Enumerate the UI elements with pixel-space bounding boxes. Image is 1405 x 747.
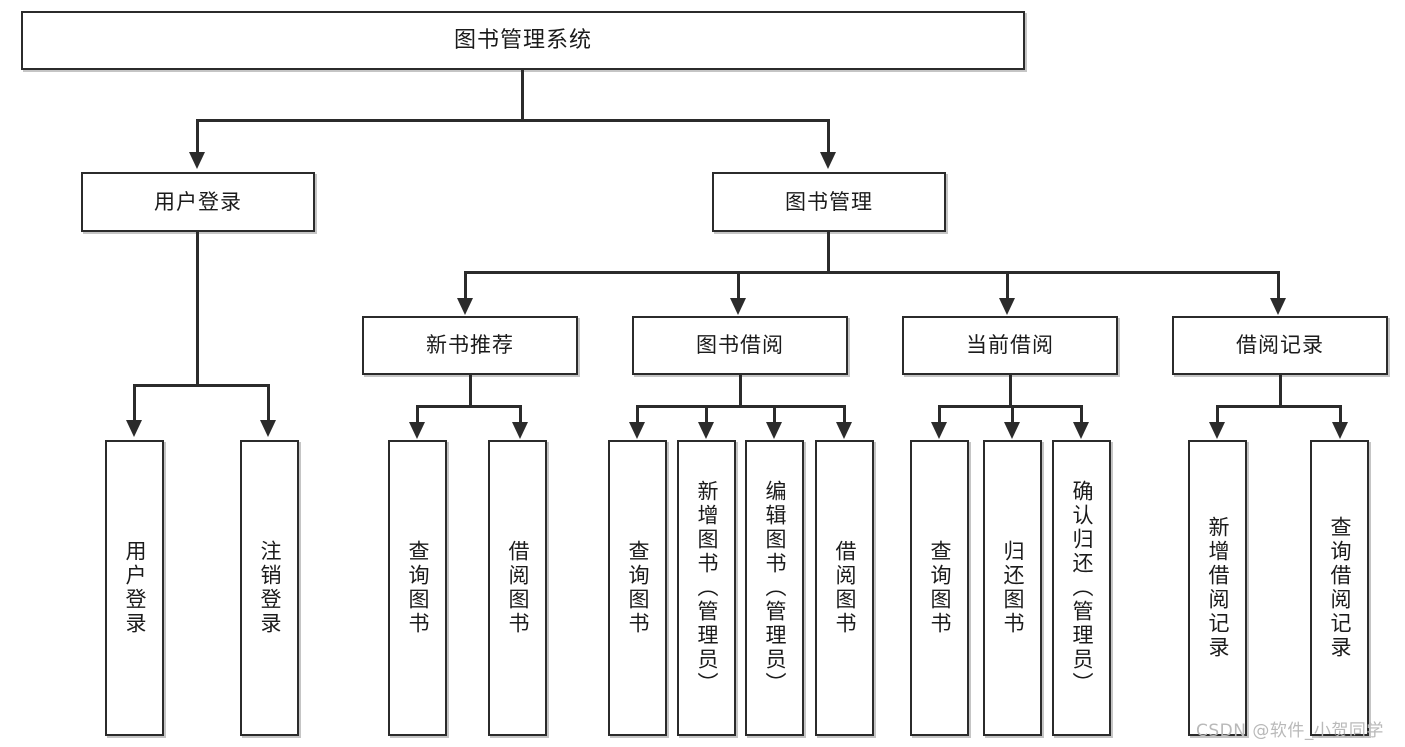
connector-cb-bus	[938, 405, 1081, 408]
arrow-to-user-login	[189, 152, 205, 169]
node-label: 编辑图书（管理员）	[762, 480, 787, 696]
node-label: 确认归还（管理员）	[1069, 480, 1094, 696]
connector-bb-drop-3	[773, 405, 776, 423]
connector-bb-stem	[739, 375, 742, 406]
node-label: 查询图书	[405, 540, 430, 636]
arrow-to-leaf-cb-confirm-return	[1073, 422, 1089, 439]
arrow-to-book-borrow	[730, 298, 746, 315]
leaf-bb-edit-book[interactable]: 编辑图书（管理员）	[745, 440, 804, 736]
connector-user-login-drop-1	[133, 384, 136, 421]
leaf-user-login[interactable]: 用户登录	[105, 440, 164, 736]
leaf-bb-borrow-book[interactable]: 借阅图书	[815, 440, 874, 736]
node-label: 用户登录	[154, 189, 242, 214]
arrow-to-new-book-recommend	[457, 298, 473, 315]
connector-bm-drop-1	[464, 271, 467, 299]
arrow-to-leaf-cb-return-book	[1004, 422, 1020, 439]
connector-bm-drop-2	[737, 271, 740, 299]
leaf-bb-query-book[interactable]: 查询图书	[608, 440, 667, 736]
node-label: 查询借阅记录	[1327, 516, 1352, 660]
connector-cb-drop-2	[1011, 405, 1014, 423]
node-book-management[interactable]: 图书管理	[712, 172, 946, 232]
arrow-to-leaf-logout	[260, 420, 276, 437]
node-label: 当前借阅	[966, 333, 1054, 358]
leaf-cb-query-book[interactable]: 查询图书	[910, 440, 969, 736]
leaf-nbr-borrow-book[interactable]: 借阅图书	[488, 440, 547, 736]
connector-cb-drop-3	[1080, 405, 1083, 423]
leaf-bb-add-book[interactable]: 新增图书（管理员）	[677, 440, 736, 736]
node-label: 新书推荐	[426, 333, 514, 358]
arrow-to-borrow-records	[1270, 298, 1286, 315]
connector-cb-drop-1	[938, 405, 941, 423]
node-label: 新增图书（管理员）	[694, 480, 719, 696]
node-current-borrow[interactable]: 当前借阅	[902, 316, 1118, 375]
node-label: 借阅图书	[505, 540, 530, 636]
node-label: 借阅记录	[1236, 333, 1324, 358]
leaf-nbr-query-book[interactable]: 查询图书	[388, 440, 447, 736]
connector-bm-drop-3	[1006, 271, 1009, 299]
node-label: 图书借阅	[696, 333, 784, 358]
node-label: 用户登录	[122, 540, 147, 636]
arrow-to-leaf-br-query-record	[1332, 422, 1348, 439]
node-label: 新增借阅记录	[1205, 516, 1230, 660]
node-label: 借阅图书	[832, 540, 857, 636]
connector-book-management-bus	[464, 271, 1280, 274]
connector-root-bus	[196, 119, 830, 122]
arrow-to-leaf-br-add-record	[1209, 422, 1225, 439]
connector-cb-stem	[1009, 375, 1012, 406]
connector-user-login-bus	[133, 384, 270, 387]
connector-root-drop-left	[196, 119, 199, 153]
arrow-to-leaf-bb-borrow-book	[836, 422, 852, 439]
node-borrow-records[interactable]: 借阅记录	[1172, 316, 1388, 375]
arrow-to-leaf-bb-edit-book	[766, 422, 782, 439]
connector-bm-drop-4	[1277, 271, 1280, 299]
arrow-to-leaf-nbr-query-book	[409, 422, 425, 439]
connector-root-drop-right	[827, 119, 830, 153]
node-label: 归还图书	[1000, 540, 1025, 636]
connector-br-drop-1	[1216, 405, 1219, 423]
arrow-to-leaf-bb-add-book	[698, 422, 714, 439]
arrow-to-leaf-user-login	[126, 420, 142, 437]
node-book-borrow[interactable]: 图书借阅	[632, 316, 848, 375]
connector-bb-drop-2	[705, 405, 708, 423]
connector-br-stem	[1279, 375, 1282, 406]
node-label: 图书管理	[785, 189, 873, 214]
leaf-cb-confirm-return[interactable]: 确认归还（管理员）	[1052, 440, 1111, 736]
arrow-to-leaf-cb-query-book	[931, 422, 947, 439]
node-label: 查询图书	[927, 540, 952, 636]
node-new-book-recommend[interactable]: 新书推荐	[362, 316, 578, 375]
leaf-cb-return-book[interactable]: 归还图书	[983, 440, 1042, 736]
leaf-br-query-record[interactable]: 查询借阅记录	[1310, 440, 1369, 736]
arrow-to-leaf-bb-query-book	[629, 422, 645, 439]
connector-nbr-bus	[416, 405, 522, 408]
node-user-login[interactable]: 用户登录	[81, 172, 315, 232]
node-label: 图书管理系统	[453, 27, 592, 53]
connector-bb-drop-4	[843, 405, 846, 423]
connector-nbr-stem	[469, 375, 472, 406]
connector-user-login-drop-2	[267, 384, 270, 421]
connector-bb-bus	[636, 405, 846, 408]
connector-br-drop-2	[1339, 405, 1342, 423]
arrow-to-book-management	[820, 152, 836, 169]
leaf-logout[interactable]: 注销登录	[240, 440, 299, 736]
connector-book-management-stem	[827, 232, 830, 272]
connector-user-login-stem	[196, 232, 199, 384]
arrow-to-leaf-nbr-borrow-book	[512, 422, 528, 439]
connector-br-bus	[1216, 405, 1342, 408]
arrow-to-current-borrow	[999, 298, 1015, 315]
node-label: 查询图书	[625, 540, 650, 636]
node-label: 注销登录	[257, 540, 282, 636]
connector-nbr-drop-1	[416, 405, 419, 423]
connector-bb-drop-1	[636, 405, 639, 423]
connector-nbr-drop-2	[519, 405, 522, 423]
leaf-br-add-record[interactable]: 新增借阅记录	[1188, 440, 1247, 736]
connector-root-stem	[521, 70, 524, 119]
node-root-book-management-system[interactable]: 图书管理系统	[21, 11, 1025, 70]
